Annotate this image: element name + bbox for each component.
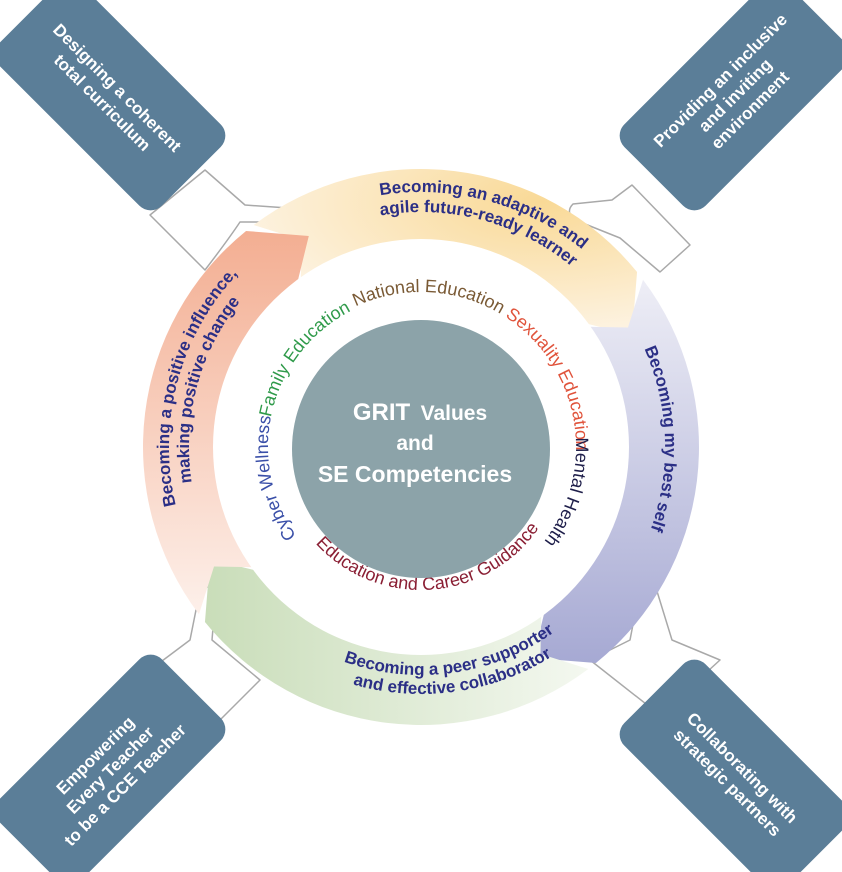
card-strategic-partners-bg [619,659,842,872]
center-line2: and [396,432,433,455]
center-line1-bold: GRIT [353,399,411,426]
center-line3: SE Competencies [318,461,512,487]
center-circle [292,320,550,578]
segment-best-self [533,279,699,664]
center-line1-rest: Values [421,402,488,425]
segment-positive-influence [142,230,309,615]
card-inclusive-environment-bg [619,0,842,211]
card-empowering-teachers-bg [0,654,226,872]
card-coherent-curriculum-bg [0,0,226,211]
center-label: GRIT Values and SE Competencies [318,399,512,487]
svg-text:GRIT Values: GRIT Values [353,399,487,426]
segment-adaptive-learner [253,168,638,335]
segment-peer-supporter [204,559,589,726]
